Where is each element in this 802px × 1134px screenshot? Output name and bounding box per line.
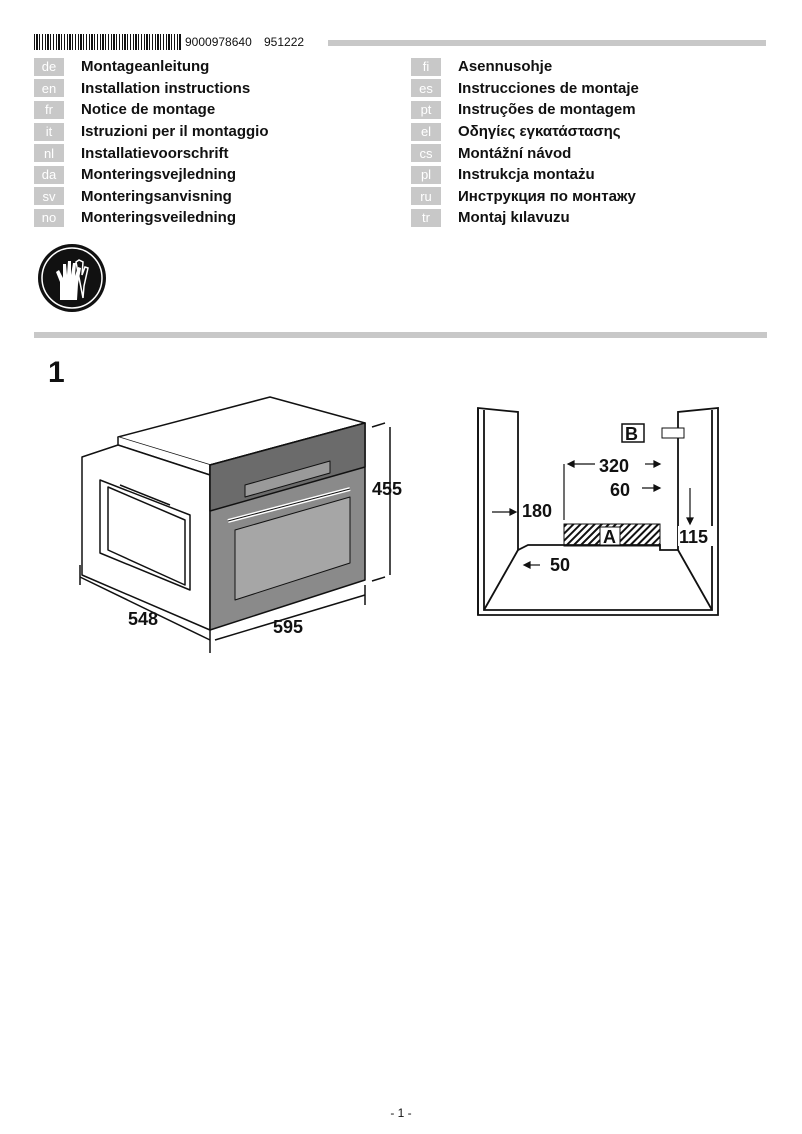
barcode — [34, 34, 182, 50]
gloves-icon — [38, 244, 106, 312]
language-row-pt: pt Instruções de montagem — [411, 99, 639, 121]
language-row-en: en Installation instructions — [34, 78, 269, 100]
lang-title: Instrukcja montażu — [458, 166, 595, 184]
lang-code: sv — [34, 187, 64, 206]
lang-code: fr — [34, 100, 64, 119]
lang-code: cs — [411, 144, 441, 163]
language-row-da: da Monteringsvejledning — [34, 164, 269, 186]
figure-number: 1 — [48, 356, 65, 389]
language-list-right: fi Asennusohje es Instrucciones de montaje… — [411, 56, 639, 229]
document-number: 9000978640 — [185, 35, 252, 49]
language-row-de: de Montageanleitung — [34, 56, 269, 78]
dimension-60: 60 — [610, 480, 630, 500]
language-row-cs: cs Montážní návod — [411, 142, 639, 164]
lang-title: Οδηγίες εγκατάστασης — [458, 123, 621, 141]
lang-title: Monteringsanvisning — [81, 187, 232, 205]
language-row-pl: pl Instrukcja montażu — [411, 164, 639, 186]
lang-title: Asennusohje — [458, 58, 553, 76]
lang-title: Installation instructions — [81, 79, 251, 97]
language-row-es: es Instrucciones de montaje — [411, 78, 639, 100]
lang-code: pt — [411, 100, 441, 119]
lang-title: Istruzioni per il montaggio — [81, 123, 269, 141]
lang-title: Montážní návod — [458, 144, 572, 162]
lang-title: Instruções de montagem — [458, 101, 636, 119]
language-row-ru: ru Инструкция по монтажу — [411, 186, 639, 208]
lang-code: el — [411, 122, 441, 141]
lang-title: Monteringsveiledning — [81, 209, 237, 227]
lang-code: en — [34, 79, 64, 98]
lang-title: Инструкция по монтажу — [458, 187, 636, 205]
lang-code: it — [34, 122, 64, 141]
language-list-left: de Montageanleitung en Installation instru… — [34, 56, 269, 229]
section-divider — [34, 332, 767, 338]
appliance-dimension-diagram: 455 548 595 — [79, 396, 402, 653]
niche-dimension-diagram: B 320 60 180 A 115 50 — [477, 407, 719, 616]
language-row-no: no Monteringsveiledning — [34, 207, 269, 229]
lang-code: pl — [411, 165, 441, 184]
language-row-it: it Istruzioni per il montaggio — [34, 121, 269, 143]
depth-dimension-label: 548 — [128, 609, 158, 629]
top-divider — [328, 40, 766, 46]
language-row-fr: fr Notice de montage — [34, 99, 269, 121]
lang-code: nl — [34, 144, 64, 163]
dimension-320: 320 — [599, 456, 629, 476]
lang-title: Notice de montage — [81, 101, 216, 119]
language-row-sv: sv Monteringsanvisning — [34, 186, 269, 208]
height-dimension-label: 455 — [372, 479, 402, 499]
dimension-180: 180 — [522, 501, 552, 521]
language-row-tr: tr Montaj kılavuzu — [411, 207, 639, 229]
lang-title: Montageanleitung — [81, 58, 210, 76]
lang-code: fi — [411, 57, 441, 76]
language-row-el: el Οδηγίες εγκατάστασης — [411, 121, 639, 143]
lang-code: tr — [411, 208, 441, 227]
dimension-115: 115 — [679, 527, 708, 547]
page-number: - 1 - — [390, 1106, 412, 1120]
lang-code: no — [34, 208, 64, 227]
lang-title: Monteringsvejledning — [81, 166, 237, 184]
label-a: A — [603, 527, 616, 547]
lang-code: da — [34, 165, 64, 184]
language-row-nl: nl Installatievoorschrift — [34, 142, 269, 164]
language-row-fi: fi Asennusohje — [411, 56, 639, 78]
date-code: 951222 — [264, 35, 305, 49]
lang-title: Montaj kılavuzu — [458, 209, 570, 227]
width-dimension-label: 595 — [273, 617, 303, 637]
lang-title: Installatievoorschrift — [81, 144, 229, 162]
lang-code: ru — [411, 187, 441, 206]
dimension-50: 50 — [550, 555, 570, 575]
lang-title: Instrucciones de montaje — [458, 79, 639, 97]
label-b: B — [625, 424, 638, 444]
lang-code: es — [411, 79, 441, 98]
lang-code: de — [34, 57, 64, 76]
